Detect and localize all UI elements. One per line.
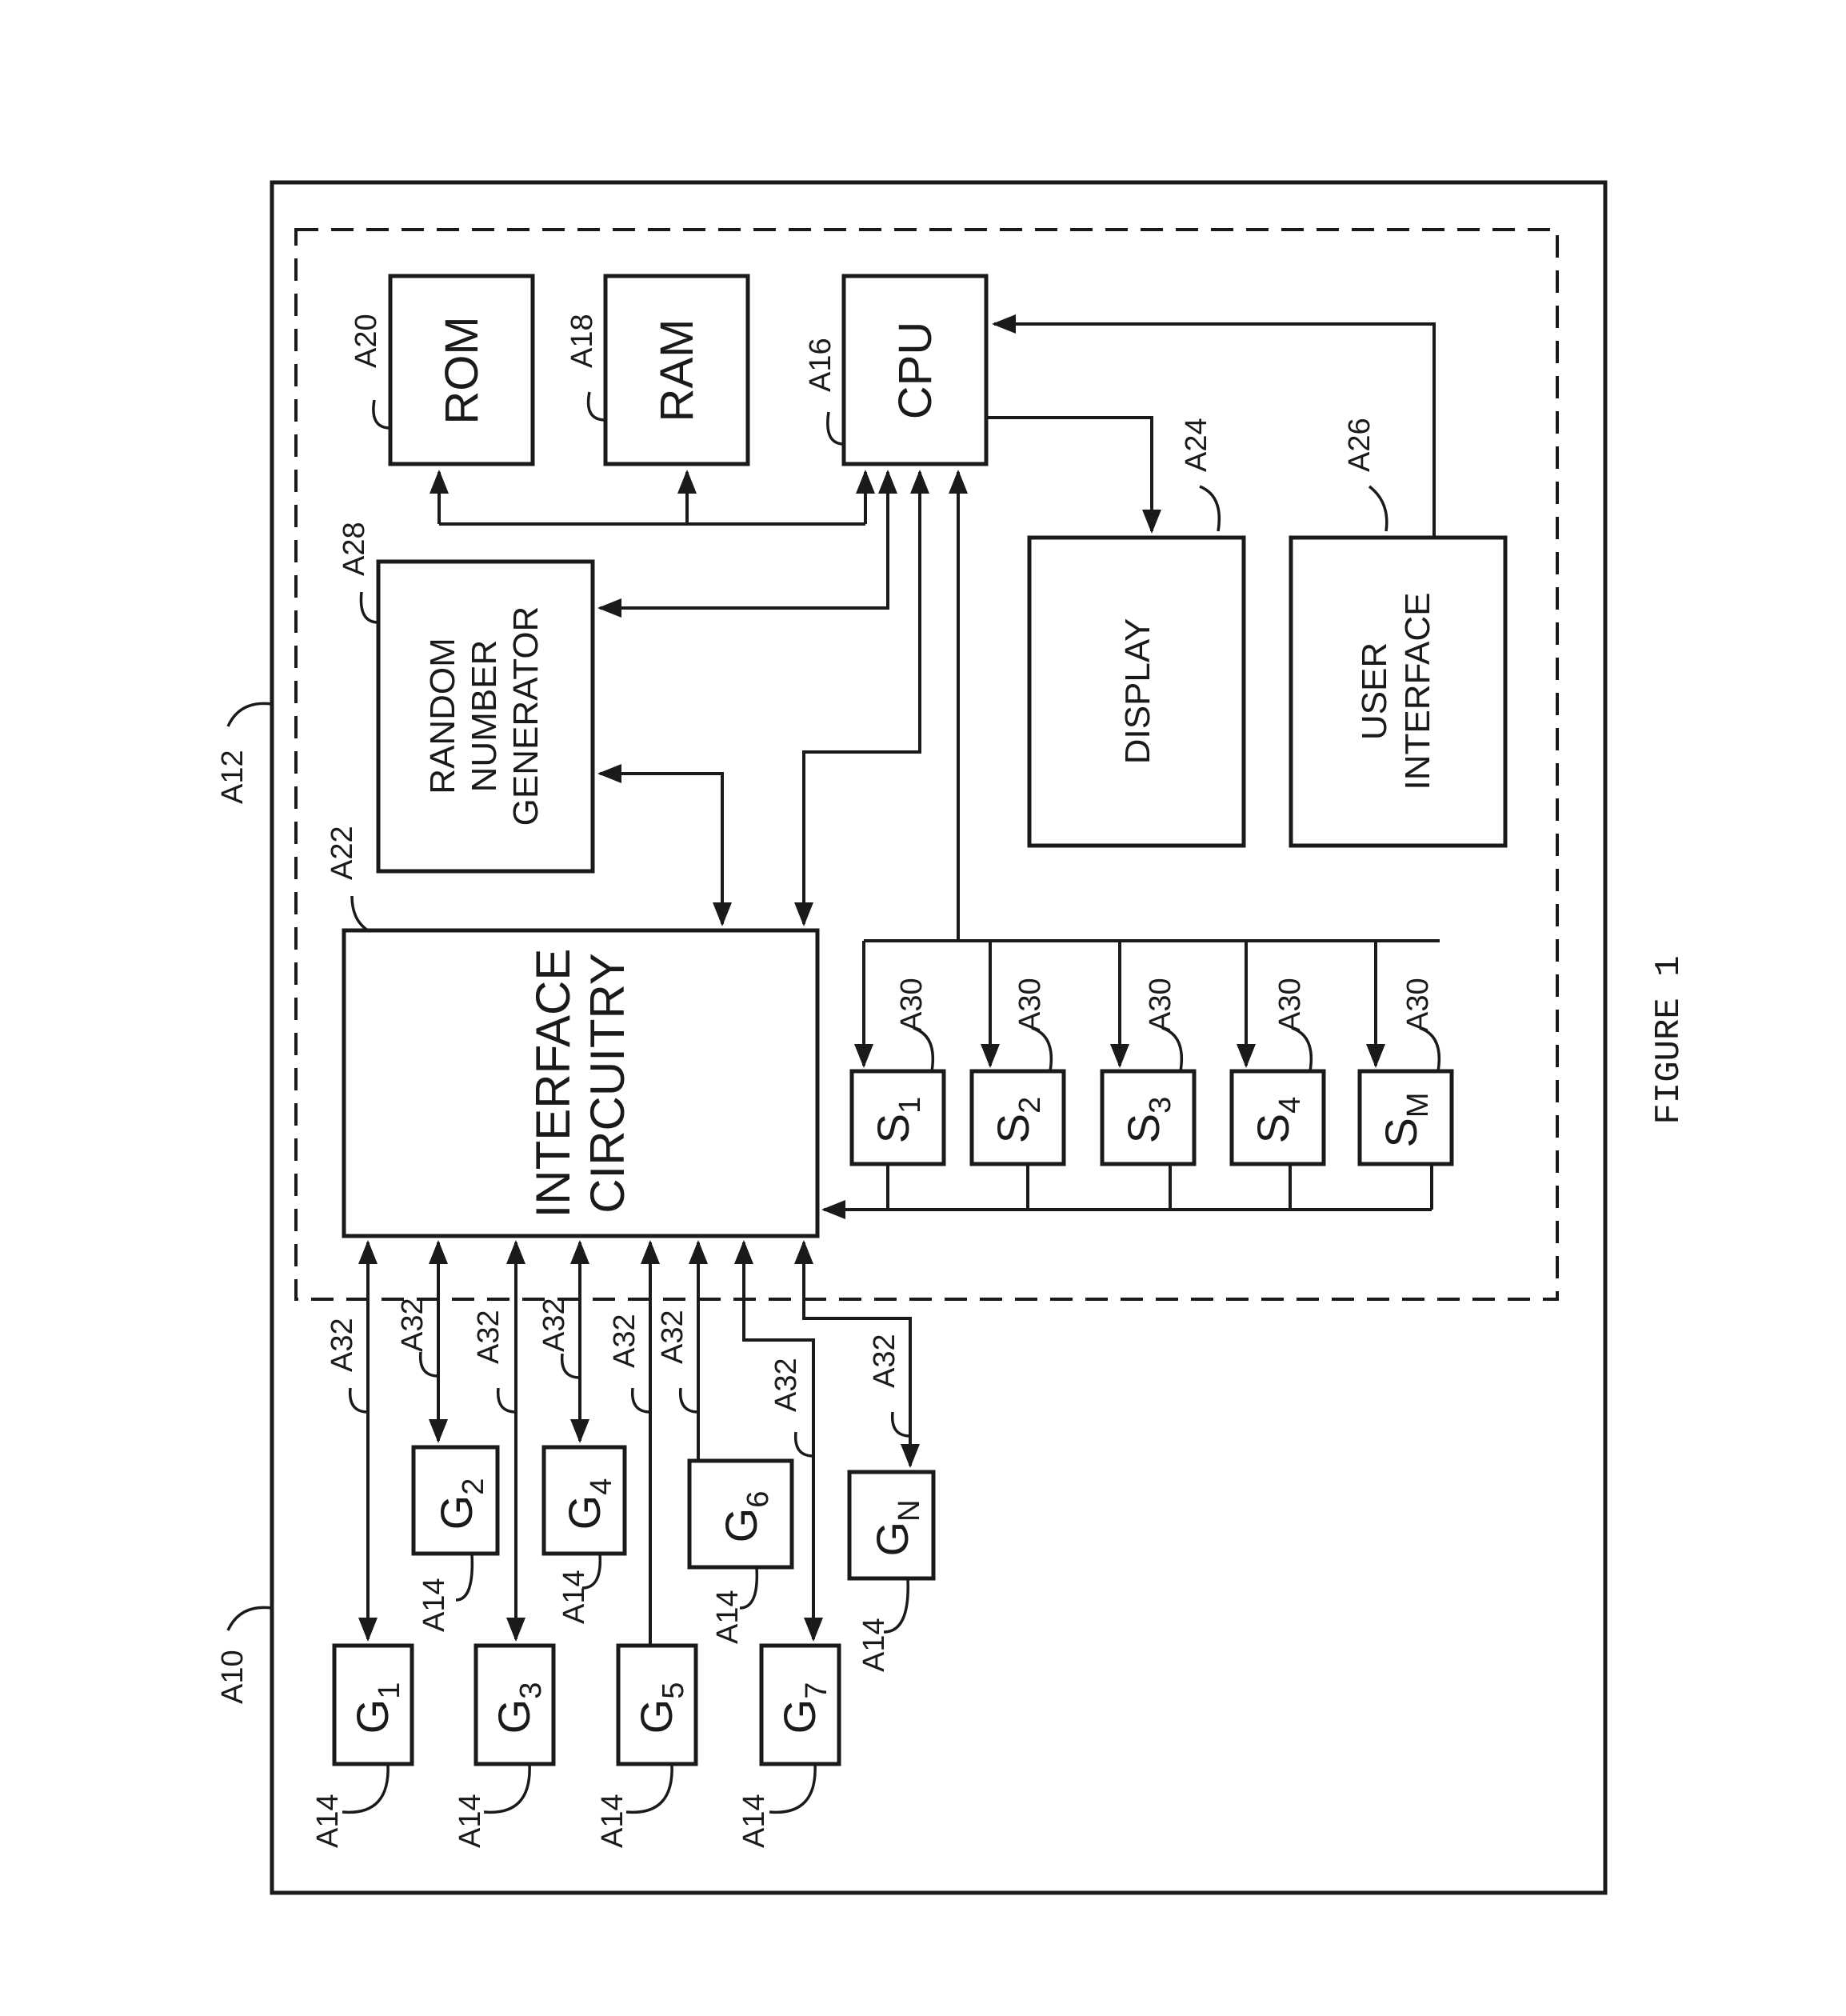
gaming-machine-g5: G5 (618, 1646, 696, 1764)
display-label: DISPLAY (1118, 618, 1157, 765)
ref-a32-gn: A32 (868, 1334, 901, 1388)
user-interface-label-line2: INTERFACE (1398, 593, 1437, 790)
ref-a32-g4: A32 (537, 1298, 571, 1352)
sensor-s3-sub: 3 (1144, 1097, 1177, 1114)
gaming-machine-g1-base: G (347, 1699, 398, 1734)
gaming-machine-g5-base: G (631, 1699, 681, 1734)
figure-caption: FIGURE 1 (1649, 955, 1689, 1124)
ref-a22: A22 (326, 826, 359, 880)
ref-a32-g6: A32 (656, 1310, 689, 1364)
user-interface-label-line1: USER (1355, 642, 1394, 740)
gaming-machine-g7: G7 (761, 1646, 839, 1764)
cpu-label: CPU (889, 322, 941, 419)
ref-a14-gn: A14 (857, 1618, 891, 1672)
gaming-machine-g6-sub: 6 (741, 1491, 775, 1508)
gaming-machine-g7-sub: 7 (800, 1682, 833, 1699)
sensor-s1-sub: 1 (893, 1097, 927, 1114)
gaming-machine-g2: G2 (414, 1447, 497, 1554)
gaming-machine-g4: G4 (544, 1447, 625, 1554)
gaming-machine-g6-base: G (716, 1508, 766, 1543)
ref-a30-s2: A30 (1013, 978, 1047, 1032)
interface-label-line1: INTERFACE (526, 949, 580, 1218)
gaming-machine-g1-sub: 1 (373, 1682, 406, 1699)
sensor-sm-base: S (1376, 1118, 1426, 1147)
interface-label-line2: CIRCUITRY (581, 953, 634, 1214)
rng-label-line3: GENERATOR (506, 606, 545, 826)
gaming-machine-g7-base: G (774, 1699, 825, 1734)
gaming-machine-g3-base: G (489, 1699, 539, 1734)
sensor-s3: S3 (1102, 1071, 1194, 1164)
ref-a28: A28 (338, 522, 371, 576)
sensor-sm: SM (1360, 1071, 1452, 1164)
ref-a32-g2: A32 (396, 1298, 430, 1352)
sensor-s4: S4 (1232, 1071, 1324, 1164)
ref-a32-g1: A32 (326, 1318, 359, 1372)
sensor-s4-base: S (1248, 1114, 1298, 1143)
ref-a30-s3: A30 (1144, 978, 1177, 1032)
rom-label: ROM (436, 316, 488, 424)
ref-a30-sm: A30 (1401, 978, 1435, 1032)
ref-a30-s1: A30 (895, 978, 929, 1032)
ref-a14-g1: A14 (311, 1794, 345, 1848)
gaming-machine-gn-base: G (867, 1522, 917, 1557)
gaming-machine-g5-sub: 5 (657, 1682, 690, 1699)
ref-a14-g5: A14 (596, 1794, 629, 1848)
sensor-s2-base: S (988, 1114, 1038, 1143)
sensor-s2-sub: 2 (1013, 1097, 1047, 1114)
sensor-s2: S2 (972, 1071, 1064, 1164)
ref-a12: A12 (216, 750, 250, 804)
ram-label: RAM (651, 319, 703, 422)
sensor-s1-base: S (868, 1114, 918, 1143)
ref-a26: A26 (1343, 418, 1377, 472)
ref-a32-g7: A32 (769, 1358, 803, 1412)
gaming-machine-gn-sub: N (893, 1499, 926, 1521)
ref-a14-g2: A14 (418, 1578, 451, 1632)
ref-a14-g3: A14 (454, 1794, 487, 1848)
ref-a14-g6: A14 (711, 1590, 745, 1644)
gaming-machine-g4-sub: 4 (585, 1478, 618, 1495)
gaming-machine-gn: GN (849, 1472, 933, 1578)
ref-a20: A20 (350, 314, 383, 368)
ref-a14-g7: A14 (737, 1794, 771, 1848)
gaming-machine-g6: G6 (689, 1461, 792, 1567)
ref-a10: A10 (216, 1650, 250, 1704)
gaming-machine-g3-sub: 3 (514, 1682, 548, 1699)
gaming-machine-g2-base: G (431, 1495, 481, 1530)
ref-a16: A16 (804, 338, 837, 392)
gaming-machine-g2-sub: 2 (457, 1478, 490, 1495)
gaming-machine-g4-base: G (559, 1495, 609, 1530)
sensor-s4-sub: 4 (1273, 1097, 1307, 1114)
sensor-sm-sub: M (1401, 1092, 1435, 1118)
ref-a24: A24 (1180, 418, 1213, 472)
ref-a30-s4: A30 (1273, 978, 1307, 1032)
gaming-machine-g1: G1 (334, 1646, 412, 1764)
ref-a32-g3: A32 (472, 1310, 505, 1364)
sensor-s3-base: S (1118, 1114, 1169, 1143)
ref-a18: A18 (565, 314, 599, 368)
sensor-s1: S1 (852, 1071, 944, 1164)
gaming-machine-g3: G3 (476, 1646, 553, 1764)
rng-label-line1: RANDOM (423, 638, 462, 794)
rng-label-line2: NUMBER (465, 640, 504, 793)
ref-a32-g5: A32 (608, 1314, 641, 1368)
ref-a14-g4: A14 (557, 1570, 591, 1624)
